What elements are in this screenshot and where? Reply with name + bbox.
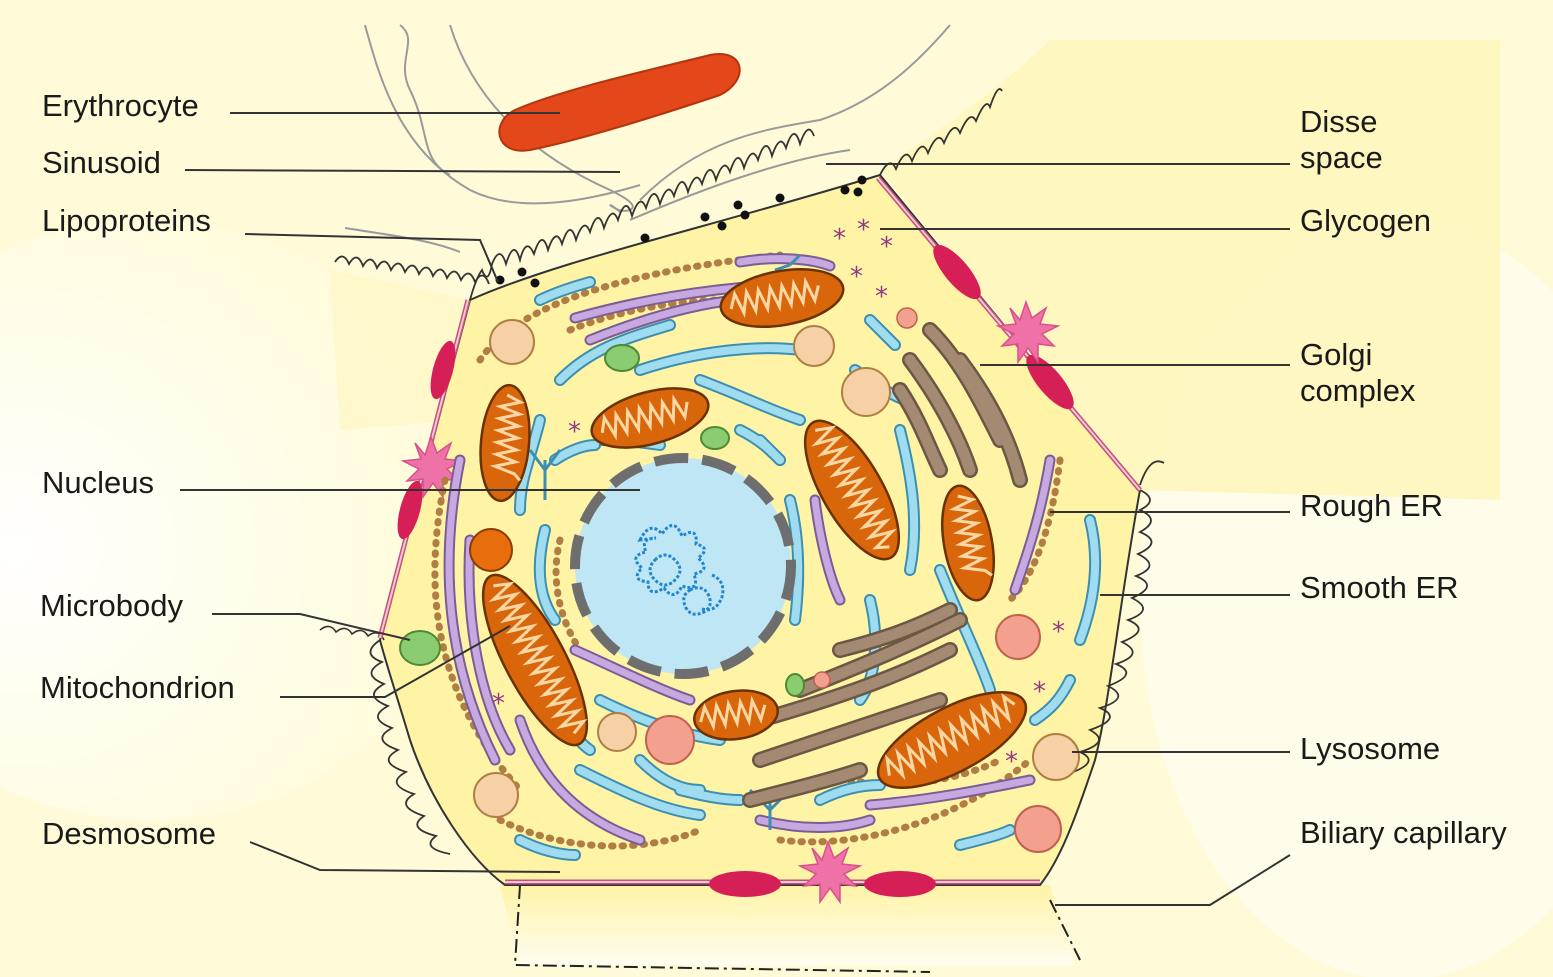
label-lysosome: Lysosome <box>1300 731 1440 767</box>
svg-text:*: * <box>1005 747 1018 777</box>
label-smooth-er: Smooth ER <box>1300 570 1459 606</box>
svg-text:*: * <box>568 417 581 447</box>
label-lipoproteins: Lipoproteins <box>42 203 211 239</box>
svg-text:*: * <box>492 689 505 719</box>
svg-text:*: * <box>833 224 846 254</box>
svg-text:*: * <box>1033 677 1046 707</box>
svg-text:*: * <box>857 215 870 245</box>
erythrocyte-shape <box>499 54 739 151</box>
svg-text:*: * <box>875 282 888 312</box>
label-nucleus: Nucleus <box>42 465 154 501</box>
label-disse-space-line2: space <box>1300 140 1383 176</box>
label-erythrocyte: Erythrocyte <box>42 88 199 124</box>
label-sinusoid: Sinusoid <box>42 145 161 181</box>
label-disse-space-line1: Disse <box>1300 104 1378 140</box>
label-desmosome: Desmosome <box>42 816 216 852</box>
label-golgi-line1: Golgi <box>1300 337 1372 373</box>
label-biliary-capillary: Biliary capillary <box>1300 815 1507 851</box>
label-rough-er: Rough ER <box>1300 488 1443 524</box>
svg-text:*: * <box>880 232 893 262</box>
label-golgi-line2: complex <box>1300 373 1415 409</box>
label-microbody: Microbody <box>40 588 183 624</box>
svg-text:*: * <box>1052 617 1065 647</box>
svg-text:*: * <box>850 262 863 292</box>
neighbor-cell-bottom <box>500 885 1075 965</box>
label-mitochondrion: Mitochondrion <box>40 670 235 706</box>
label-glycogen: Glycogen <box>1300 203 1431 239</box>
